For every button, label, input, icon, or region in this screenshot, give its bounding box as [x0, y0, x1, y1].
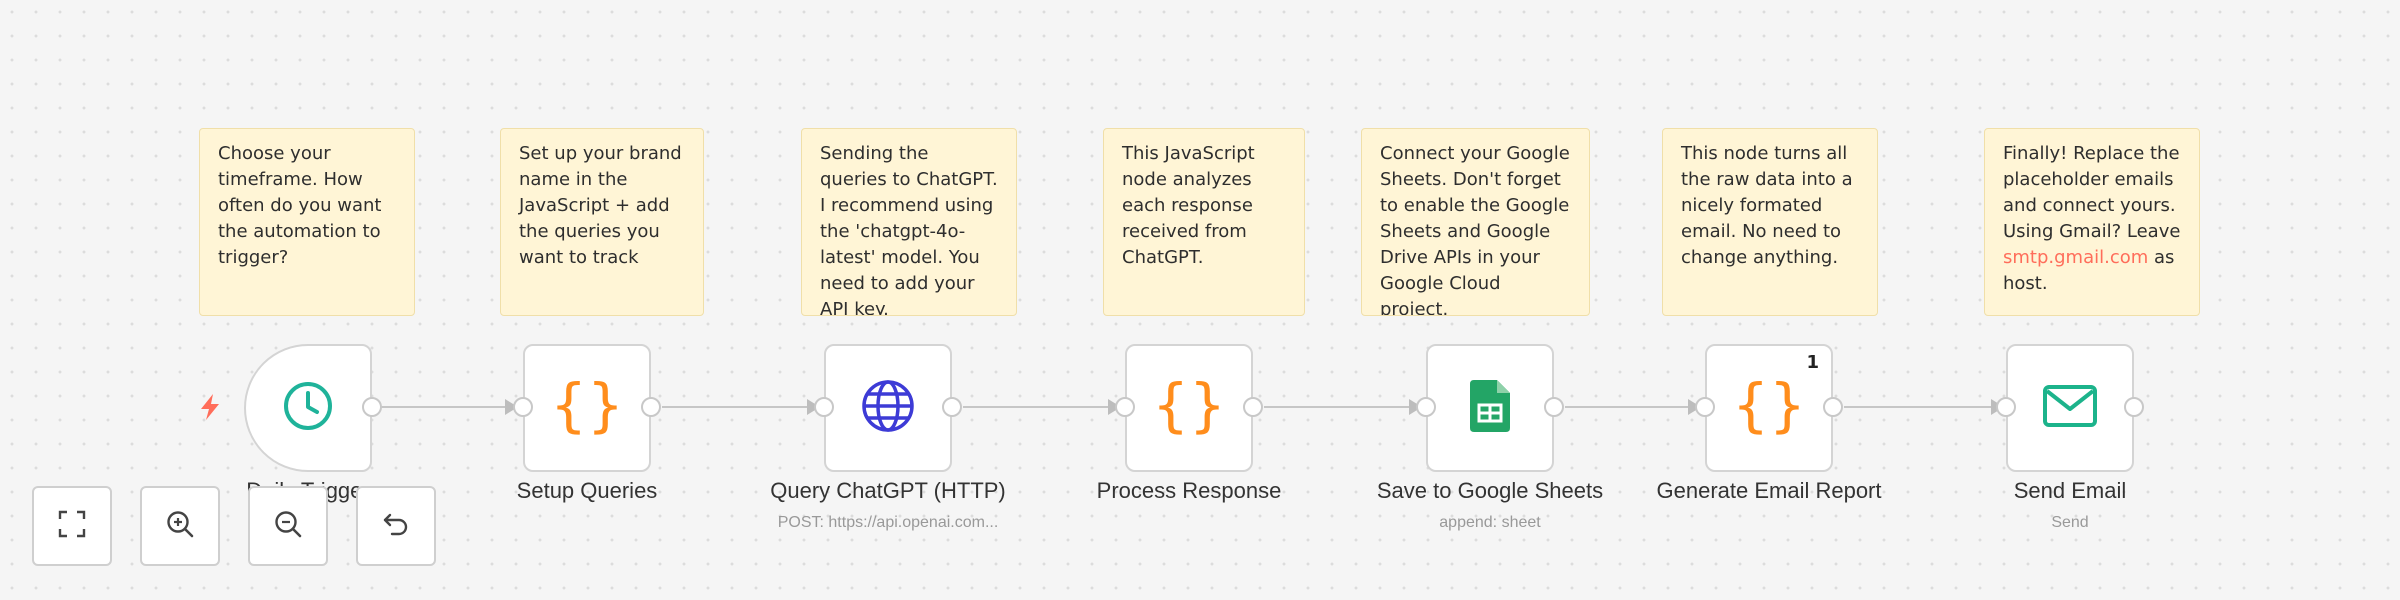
node-subtitle: append: sheet [1439, 514, 1541, 531]
connection-line[interactable] [662, 406, 817, 408]
zoom-out-icon [273, 509, 303, 544]
connection-line[interactable] [381, 406, 515, 408]
node-input-port[interactable] [1115, 397, 1135, 417]
node-label: Send Email [2013, 478, 2127, 503]
node-subtitle: Send [2051, 514, 2089, 531]
sticky-note-email[interactable]: Finally! Replace the placeholder emails … [1984, 128, 2200, 316]
node-input-port[interactable] [1695, 397, 1715, 417]
node-label: Process Response [1096, 478, 1282, 503]
node-process-response[interactable]: {} [1125, 344, 1253, 472]
node-output-port[interactable] [942, 397, 962, 417]
sticky-note-text: Connect your Google Sheets. Don't forget… [1380, 143, 1570, 316]
sticky-note-text: Sending the queries to ChatGPT. I recomm… [820, 143, 998, 316]
sticky-note-text: This JavaScript node analyzes each respo… [1122, 143, 1255, 268]
mail-icon [2043, 384, 2097, 432]
connection-line[interactable] [1565, 406, 1698, 408]
smtp-host-highlight: smtp.gmail.com [2003, 247, 2149, 268]
trigger-bolt-icon [198, 393, 222, 426]
connection-line[interactable] [1264, 406, 1419, 408]
fullscreen-icon [57, 509, 87, 544]
node-label: Generate Email Report [1656, 478, 1882, 503]
node-output-port[interactable] [1544, 397, 1564, 417]
sticky-note-text: Set up your brand name in the JavaScript… [519, 143, 682, 268]
node-query-chatgpt[interactable] [824, 344, 952, 472]
sticky-note-sheets[interactable]: Connect your Google Sheets. Don't forget… [1361, 128, 1590, 316]
code-icon: {} [1152, 371, 1226, 439]
node-daily-trigger[interactable] [244, 344, 372, 472]
globe-icon [860, 378, 916, 439]
node-label: Setup Queries [516, 478, 658, 503]
node-generate-email-report[interactable]: {} 1 [1705, 344, 1833, 472]
node-setup-queries[interactable]: {} [523, 344, 651, 472]
node-output-port[interactable] [641, 397, 661, 417]
sticky-note-text: This node turns all the raw data into a … [1681, 143, 1853, 268]
connection-line[interactable] [1844, 406, 2001, 408]
sticky-note-trigger[interactable]: Choose your timeframe. How often do you … [199, 128, 415, 316]
sticky-note-report[interactable]: This node turns all the raw data into a … [1662, 128, 1878, 316]
node-subtitle: POST: https://api.openai.com... [777, 514, 999, 531]
connection-line[interactable] [963, 406, 1118, 408]
undo-icon [381, 509, 411, 544]
node-save-google-sheets[interactable] [1426, 344, 1554, 472]
zoom-in-icon [165, 509, 195, 544]
sticky-note-query[interactable]: Sending the queries to ChatGPT. I recomm… [801, 128, 1017, 316]
node-input-port[interactable] [513, 397, 533, 417]
node-send-email[interactable] [2006, 344, 2134, 472]
clock-icon [282, 380, 334, 437]
node-label: Query ChatGPT (HTTP) [770, 478, 1006, 503]
sticky-note-setup[interactable]: Set up your brand name in the JavaScript… [500, 128, 704, 316]
node-output-port[interactable] [362, 397, 382, 417]
node-label: Save to Google Sheets [1376, 478, 1604, 503]
execution-count-badge: 1 [1806, 352, 1819, 373]
fit-view-button[interactable] [32, 486, 112, 566]
node-input-port[interactable] [1416, 397, 1436, 417]
google-sheets-icon [1470, 379, 1510, 437]
sticky-note-text: Choose your timeframe. How often do you … [218, 143, 382, 268]
zoom-in-button[interactable] [140, 486, 220, 566]
node-output-port[interactable] [2124, 397, 2144, 417]
code-icon: {} [1732, 371, 1806, 439]
sticky-note-process[interactable]: This JavaScript node analyzes each respo… [1103, 128, 1305, 316]
node-output-port[interactable] [1823, 397, 1843, 417]
undo-button[interactable] [356, 486, 436, 566]
node-output-port[interactable] [1243, 397, 1263, 417]
node-input-port[interactable] [814, 397, 834, 417]
sticky-note-text: Finally! Replace the placeholder emails … [2003, 143, 2181, 294]
zoom-out-button[interactable] [248, 486, 328, 566]
node-input-port[interactable] [1996, 397, 2016, 417]
code-icon: {} [550, 371, 624, 439]
